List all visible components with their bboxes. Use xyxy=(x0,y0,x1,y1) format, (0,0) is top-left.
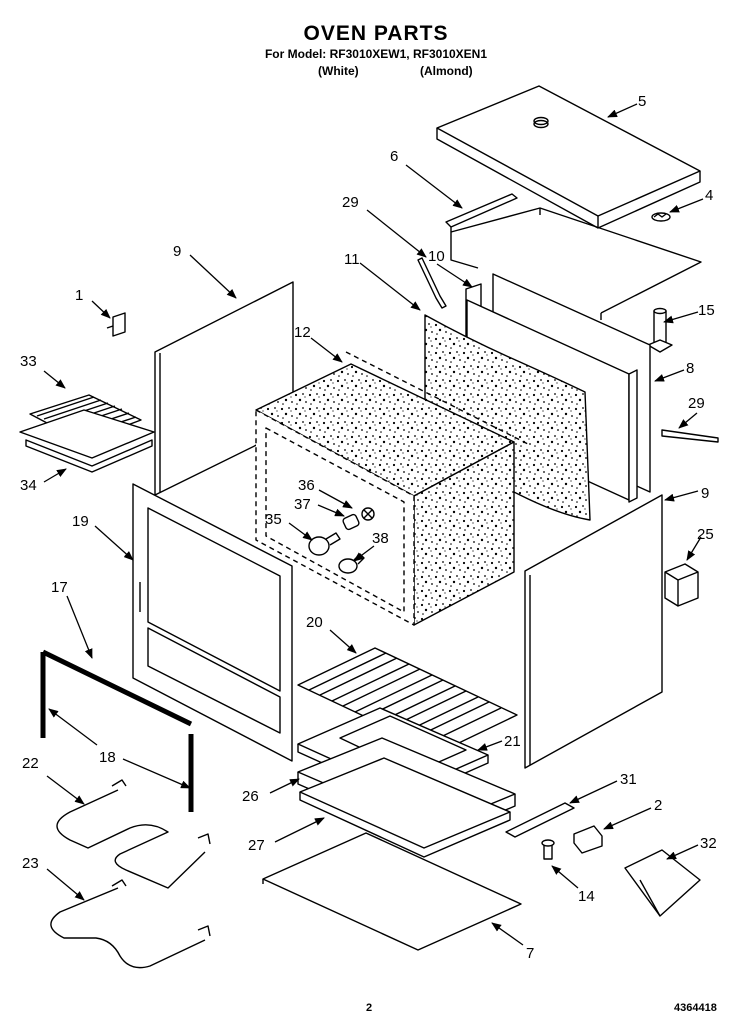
callout-38: 38 xyxy=(372,530,389,547)
callout-37: 37 xyxy=(294,496,311,513)
model-numbers: For Model: RF3010XEW1, RF3010XEN1 xyxy=(264,47,488,61)
callout-29: 29 xyxy=(342,194,359,211)
callout-15: 15 xyxy=(698,302,715,319)
callout-18: 18 xyxy=(99,749,116,766)
callout-36: 36 xyxy=(298,477,315,494)
callout-25: 25 xyxy=(697,526,714,543)
callout-20: 20 xyxy=(306,614,323,631)
callout-9: 9 xyxy=(173,243,181,260)
callout-8: 8 xyxy=(686,360,694,377)
strip-part-6 xyxy=(445,193,518,232)
callout-4: 4 xyxy=(705,187,713,204)
document-number: 4364418 xyxy=(674,1002,717,1014)
callout-6: 6 xyxy=(390,148,398,165)
rear-frame xyxy=(450,207,702,320)
callout-27: 27 xyxy=(248,837,265,854)
callout-22: 22 xyxy=(22,755,39,772)
callout-14: 14 xyxy=(578,888,595,905)
callout-31: 31 xyxy=(620,771,637,788)
callout-12: 12 xyxy=(294,324,311,341)
callout-5: 5 xyxy=(638,93,646,110)
leader-lines xyxy=(43,103,704,946)
page-number: 2 xyxy=(366,1002,373,1014)
clip-part-4 xyxy=(651,212,671,222)
broil-element-part-23 xyxy=(50,879,211,969)
callout-7: 7 xyxy=(526,945,534,962)
rod-part-29-upper xyxy=(417,257,447,309)
callout-10: 10 xyxy=(428,248,445,265)
bake-element-part-22 xyxy=(56,779,211,889)
gasket-part-17 xyxy=(40,649,194,812)
post-part-15 xyxy=(647,307,673,353)
callout-labels: 5 6 4 29 10 9 11 15 1 12 33 8 29 34 36 3… xyxy=(20,93,717,962)
callout-17: 17 xyxy=(51,579,68,596)
callout-19: 19 xyxy=(72,513,89,530)
bracket-part-32 xyxy=(624,849,701,917)
door-frame-part-19 xyxy=(132,483,293,762)
variant-almond-label: (Almond) xyxy=(420,64,473,78)
glass-part-27 xyxy=(299,757,511,858)
callout-29: 29 xyxy=(688,395,705,412)
callout-2: 2 xyxy=(654,797,662,814)
rod-part-29-lower xyxy=(661,429,719,443)
callout-21: 21 xyxy=(504,733,521,750)
terminal-block-part-25 xyxy=(664,563,699,607)
callout-33: 33 xyxy=(20,353,37,370)
side-panel-part-9-right xyxy=(524,494,663,769)
bracket-part-1 xyxy=(106,312,126,337)
broiler-pan-part-34 xyxy=(19,409,155,473)
callout-35: 35 xyxy=(265,511,282,528)
top-panel-part-5 xyxy=(436,85,701,229)
bottom-panel-part-7 xyxy=(262,832,522,951)
oven-liner-part-12 xyxy=(255,351,529,626)
callout-34: 34 xyxy=(20,477,37,494)
clip-part-2 xyxy=(573,825,603,854)
callout-26: 26 xyxy=(242,788,259,805)
variant-white-label: (White) xyxy=(318,64,359,78)
page-title: OVEN PARTS xyxy=(303,22,449,45)
callout-11: 11 xyxy=(344,251,360,268)
callout-32: 32 xyxy=(700,835,717,852)
callout-23: 23 xyxy=(22,855,39,872)
callout-1: 1 xyxy=(75,287,83,304)
callout-9: 9 xyxy=(701,485,709,502)
bracket-part-31 xyxy=(505,802,575,838)
screw-part-14 xyxy=(541,839,555,860)
